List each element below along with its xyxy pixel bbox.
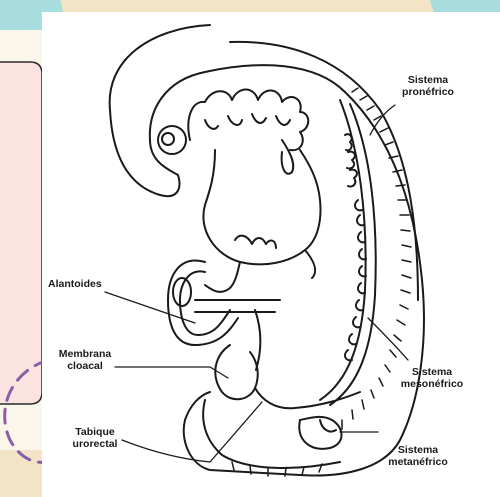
label-membrana-line2: cloacal bbox=[50, 360, 120, 372]
label-alantoides-text: Alantoides bbox=[48, 278, 102, 290]
label-membrana-cloacal: Membrana cloacal bbox=[50, 348, 120, 372]
label-sistema-metanefrico: Sistema metanéfrico bbox=[378, 444, 458, 468]
label-membrana-line1: Membrana bbox=[50, 348, 120, 360]
label-tabique-line2: urorectal bbox=[60, 438, 130, 450]
label-mesonefrico-line1: Sistema bbox=[393, 366, 471, 378]
label-tabique-urorectal: Tabique urorectal bbox=[60, 426, 130, 450]
label-metanefrico-line1: Sistema bbox=[378, 444, 458, 456]
pink-card bbox=[0, 62, 42, 404]
label-tabique-line1: Tabique bbox=[60, 426, 130, 438]
label-metanefrico-line2: metanéfrico bbox=[378, 456, 458, 468]
label-mesonefrico-line2: mesonéfrico bbox=[393, 378, 471, 390]
label-sistema-pronefrico: Sistema pronéfrico bbox=[393, 74, 463, 98]
label-sistema-mesonefrico: Sistema mesonéfrico bbox=[393, 366, 471, 390]
label-pronefrico-line2: pronéfrico bbox=[393, 86, 463, 98]
label-pronefrico-line1: Sistema bbox=[393, 74, 463, 86]
label-alantoides: Alantoides bbox=[48, 278, 102, 290]
